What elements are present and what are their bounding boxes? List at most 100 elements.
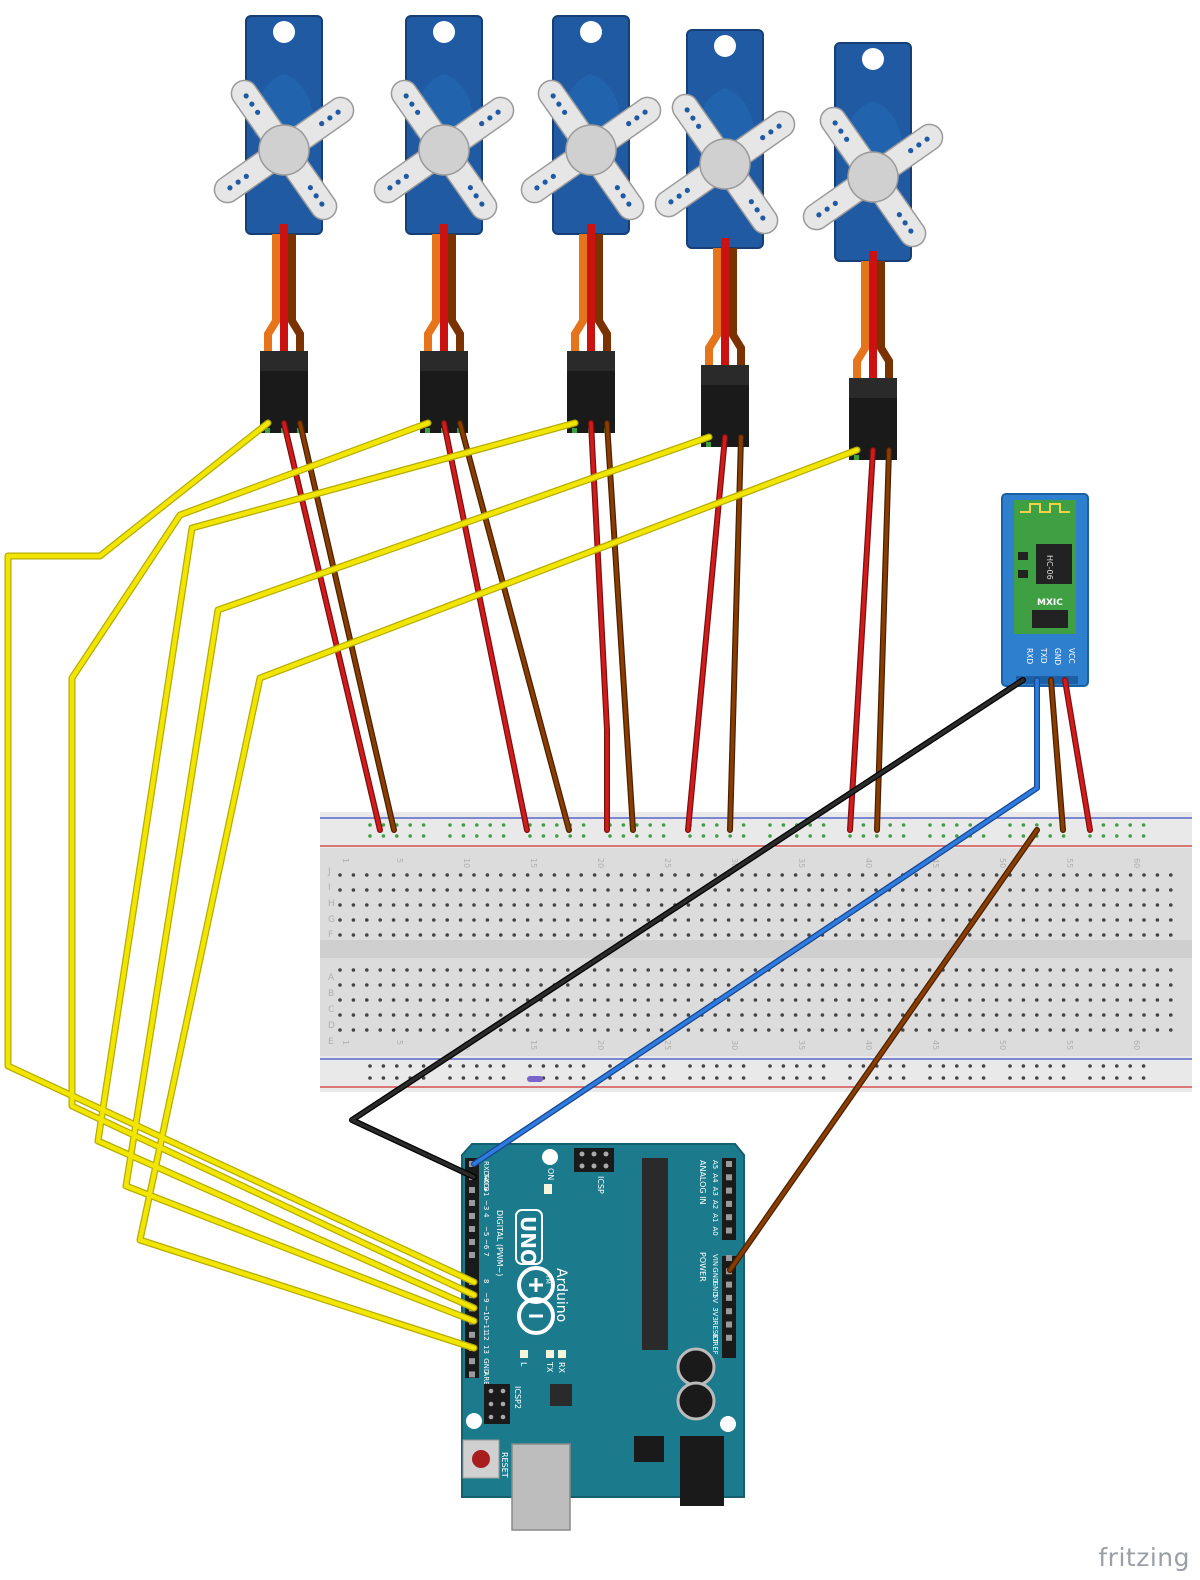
breadboard-hole (1142, 1013, 1146, 1017)
breadboard-hole (1075, 933, 1079, 937)
breadboard-hole (793, 998, 798, 1002)
breadboard-hole (807, 918, 811, 922)
breadboard-hole (646, 1028, 650, 1032)
breadboard-hole (1048, 998, 1052, 1002)
breadboard-hole (887, 903, 892, 907)
breadboard-hole (378, 918, 383, 922)
breadboard-hole (1021, 873, 1026, 877)
rail-hole (928, 1076, 932, 1080)
column-number: 25 (663, 1040, 672, 1050)
breadboard-hole (753, 998, 758, 1002)
rail-hole (741, 1064, 746, 1068)
rail-hole (1048, 823, 1052, 827)
breadboard-hole (780, 1013, 784, 1017)
breadboard-hole (686, 903, 691, 907)
breadboard-hole (1142, 983, 1146, 987)
breadboard-hole (927, 968, 932, 972)
breadboard-hole (954, 1013, 959, 1017)
breadboard-hole (887, 998, 892, 1002)
breadboard-hole (941, 1028, 945, 1032)
breadboard-hole (1128, 983, 1133, 987)
header-pin (726, 1294, 732, 1301)
breadboard-hole (659, 998, 664, 1002)
breadboard-hole (391, 968, 396, 972)
rail-hole (888, 1076, 892, 1080)
rail-hole (1115, 1064, 1119, 1068)
analog-pin-label: A3 (711, 1187, 719, 1196)
breadboard-hole (539, 903, 543, 907)
breadboard-hole (606, 983, 610, 987)
breadboard-hole (566, 888, 570, 892)
breadboard-hole (432, 918, 436, 922)
breadboard-hole (1169, 1013, 1173, 1017)
digital-pin-label: 4 (482, 1213, 490, 1218)
rail-hole (475, 823, 479, 827)
breadboard-hole (847, 903, 851, 907)
rail-hole (781, 1076, 786, 1080)
breadboard-hole (619, 903, 624, 907)
reset-button[interactable] (472, 1450, 490, 1468)
breadboard-hole (793, 983, 798, 987)
breadboard-hole (847, 1028, 851, 1032)
rail-hole (968, 1076, 972, 1080)
rail-hole (728, 1076, 732, 1080)
rail-hole (1061, 1064, 1066, 1068)
breadboard-hole (1008, 1028, 1012, 1032)
on-label: ON (546, 1168, 555, 1180)
breadboard-hole (1088, 918, 1093, 922)
analog-pin-label: A5 (711, 1160, 719, 1169)
rail-hole (741, 823, 746, 827)
digital-pin-label: 2 (482, 1187, 490, 1191)
rail-hole (1048, 1064, 1052, 1068)
breadboard-hole (485, 903, 490, 907)
breadboard-hole (740, 873, 744, 877)
breadboard-hole (1155, 1013, 1160, 1017)
breadboard-hole (646, 983, 650, 987)
breadboard-hole (673, 983, 677, 987)
rail-hole (808, 823, 812, 827)
breadboard-hole (994, 998, 999, 1002)
breadboard-hole (378, 888, 383, 892)
breadboard-hole (391, 983, 396, 987)
breadboard-hole (351, 1013, 356, 1017)
rail-hole (808, 834, 812, 838)
breadboard-hole (365, 1028, 369, 1032)
rail-hole (701, 1064, 706, 1068)
breadboard-hole (338, 933, 342, 937)
column-number: 30 (730, 858, 739, 868)
header-pin (469, 1213, 475, 1219)
breadboard-hole (1021, 968, 1026, 972)
breadboard-hole (445, 873, 450, 877)
breadboard-hole (860, 1013, 865, 1017)
header-pin (469, 1358, 475, 1365)
breadboard-hole (1155, 903, 1160, 907)
digital-pin-label: ~9 (482, 1292, 490, 1302)
breadboard-hole (700, 968, 704, 972)
breadboard-hole (539, 1013, 543, 1017)
breadboard-hole (1088, 998, 1093, 1002)
breadboard-hole (1128, 933, 1133, 937)
breadboard-hole (579, 888, 583, 892)
breadboard-hole (338, 1013, 342, 1017)
header-pin (469, 1252, 475, 1258)
bt-pin-vcc: VCC (1067, 648, 1076, 664)
rail-hole (501, 1064, 506, 1068)
breadboard-hole (767, 903, 771, 907)
breadboard-hole (1102, 903, 1106, 907)
breadboard-hole (338, 998, 342, 1002)
breadboard-hole (767, 873, 771, 877)
rail-hole (648, 1076, 652, 1080)
breadboard-hole (418, 888, 423, 892)
breadboard-hole (713, 873, 717, 877)
breadboard-hole (820, 918, 825, 922)
breadboard-hole (338, 888, 342, 892)
rail-hole (661, 834, 666, 838)
rail-hole (928, 823, 932, 827)
bt-logo-label: MXIC (1037, 598, 1063, 608)
rail-hole (968, 823, 972, 827)
breadboard-hole (860, 918, 865, 922)
breadboard-hole (753, 1013, 758, 1017)
breadboard-hole (807, 968, 811, 972)
breadboard-hole (378, 983, 383, 987)
breadboard-hole (351, 998, 356, 1002)
